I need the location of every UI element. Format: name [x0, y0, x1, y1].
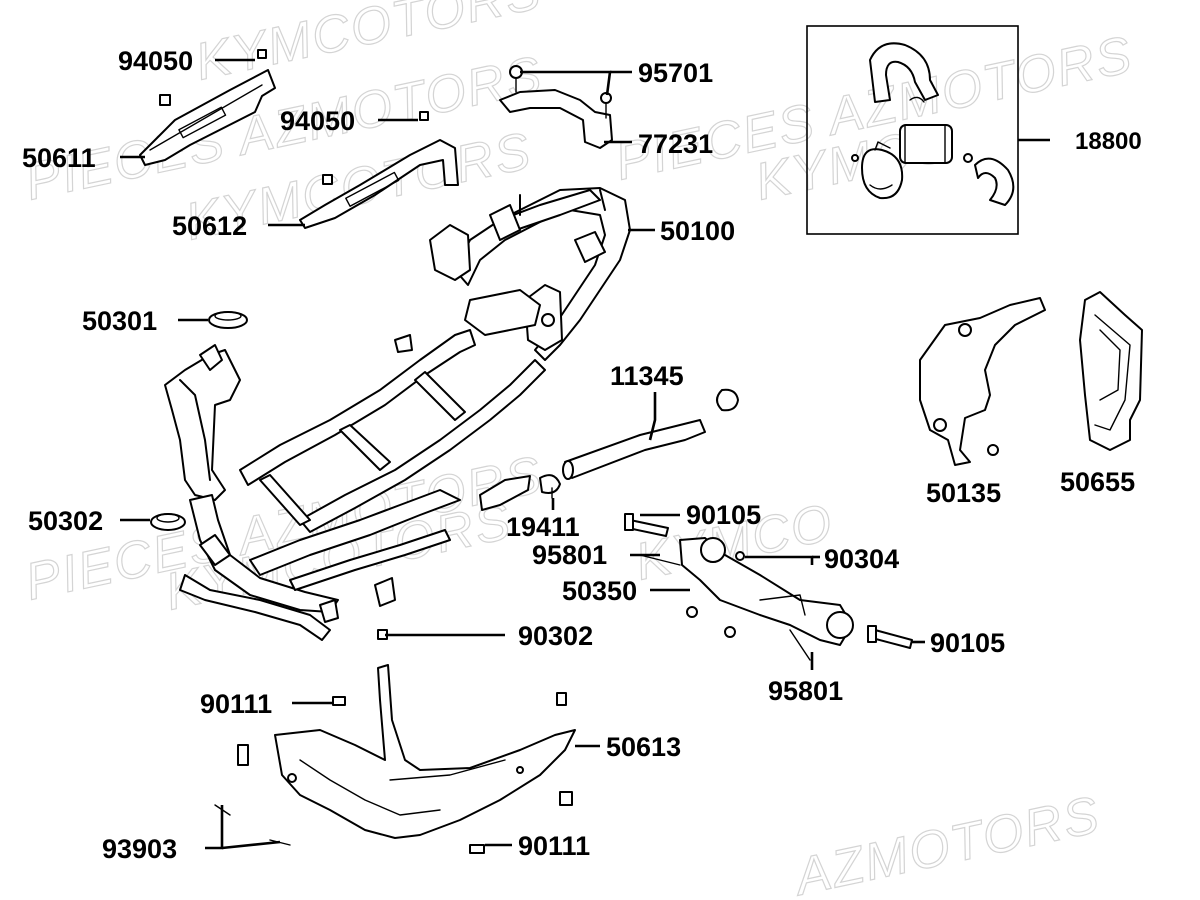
callout-label: 94050	[280, 106, 355, 136]
callout-label: 90111	[518, 831, 590, 861]
callout-label: 50135	[926, 478, 1001, 508]
callout-label: 50100	[660, 216, 735, 246]
callout-label: 18800	[1075, 128, 1142, 155]
watermark-text: AZMOTORS	[788, 786, 1106, 900]
callout-label: 50611	[22, 143, 96, 173]
plate-50655	[1079, 291, 1143, 451]
callout-label: 94050	[118, 46, 193, 76]
callout-label: 50613	[606, 732, 681, 762]
callout-label: 90105	[686, 500, 761, 530]
callout-label: 90111	[200, 689, 272, 719]
callout-label: 90304	[824, 544, 899, 574]
callout-label: 93903	[102, 834, 177, 864]
undercover-50613	[214, 629, 576, 854]
callout-labels: 94050 50611 94050 50612 95701 77231 1880…	[22, 46, 1142, 864]
callout-label: 50612	[172, 211, 247, 241]
leader-lines	[120, 58, 1050, 850]
callout-label: 95801	[768, 676, 843, 706]
callout-label: 90302	[518, 621, 593, 651]
callout-label: 50655	[1060, 467, 1135, 497]
bushing-50301	[208, 311, 248, 329]
callout-label: 90105	[930, 628, 1005, 658]
main-frame-50100	[164, 187, 631, 641]
bracket-50611	[139, 49, 276, 166]
callout-label: 50350	[562, 576, 637, 606]
callout-label: 95801	[532, 540, 607, 570]
link-50350	[624, 513, 913, 661]
bracket-77231	[499, 65, 613, 149]
clamp-19411	[539, 474, 561, 499]
callout-label: 50302	[28, 506, 103, 536]
breather-assembly-inset	[806, 25, 1019, 235]
callout-label: 19411	[506, 512, 580, 542]
bracket-50135	[919, 297, 1046, 466]
bracket-50612	[299, 111, 459, 229]
bushing-50302	[150, 513, 186, 531]
pipe-11345	[562, 388, 739, 480]
callout-label: 95701	[638, 58, 713, 88]
callout-label: 11345	[610, 361, 684, 391]
callout-label: 50301	[82, 306, 157, 336]
callout-label: 77231	[638, 129, 713, 159]
